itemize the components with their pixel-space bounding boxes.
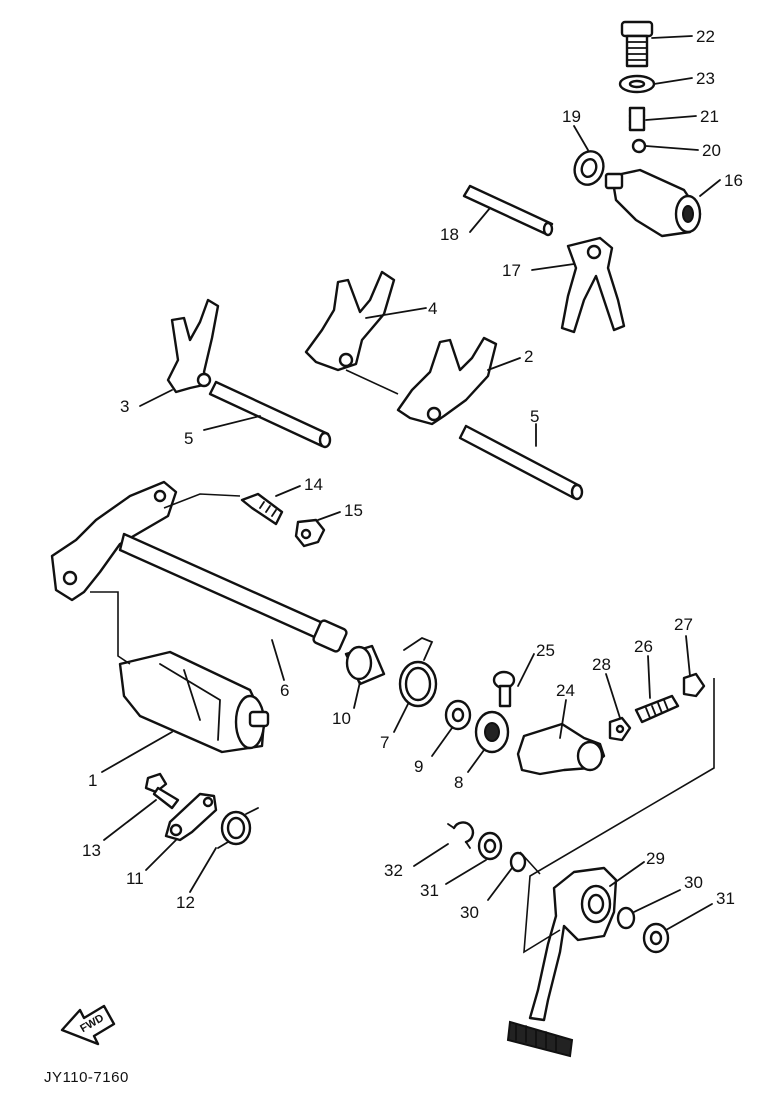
callout-label: 1	[88, 771, 97, 790]
bracket-drum	[90, 591, 131, 665]
bracket-pedal	[523, 678, 715, 954]
part-22-bolt	[620, 20, 654, 68]
callout-label: 24	[556, 681, 575, 700]
part-8-seal	[474, 710, 510, 754]
bracket-shaft-bolt	[163, 493, 241, 509]
part-31-washer-right	[642, 922, 670, 954]
part-29-shift-pedal	[506, 866, 618, 1058]
part-21-spring	[628, 106, 646, 132]
part-4-fork	[304, 270, 396, 372]
callout-label: 14	[304, 475, 323, 494]
callout-label: 30	[460, 903, 479, 922]
callout-label: 6	[280, 681, 289, 700]
part-23-washer	[618, 74, 656, 94]
callout-label: 16	[724, 171, 743, 190]
drawing-code: JY110-7160	[44, 1069, 129, 1086]
callout-label: 32	[384, 861, 403, 880]
callout-label: 25	[536, 641, 555, 660]
part-12-spring	[217, 807, 259, 849]
callout-label: 9	[414, 757, 423, 776]
part-9-washer	[444, 699, 472, 731]
callout-label: 2	[524, 347, 533, 366]
part-14-bolt	[240, 492, 284, 526]
callout-label: 21	[700, 107, 719, 126]
callout-label: 7	[380, 733, 389, 752]
callout-label: 8	[454, 773, 463, 792]
callout-label: 13	[82, 841, 101, 860]
callout-label: 11	[126, 869, 144, 888]
callout-label: 22	[696, 27, 715, 46]
bracket-oring	[519, 851, 541, 875]
part-19-seal	[573, 150, 605, 186]
part-16-drum-segment	[604, 168, 702, 238]
part-20-ball	[631, 138, 647, 154]
callout-label: 20	[702, 141, 721, 160]
part-6-shift-shaft	[50, 480, 348, 653]
part-31-washer	[477, 831, 503, 861]
callout-label: 28	[592, 655, 611, 674]
part-10-collar	[344, 644, 386, 686]
part-30-o-ring-right	[616, 906, 636, 930]
part-26-bolt	[634, 694, 680, 724]
callout-label: 27	[674, 615, 693, 634]
leader-lines	[101, 35, 721, 931]
callout-label: 12	[176, 893, 195, 912]
part-32-circlip	[447, 821, 475, 849]
callout-label: 23	[696, 69, 715, 88]
part-15-stopper	[294, 518, 326, 548]
fwd-arrow-icon: FWD	[60, 1004, 116, 1046]
part-3-fork	[166, 298, 220, 394]
callout-label: 26	[634, 637, 653, 656]
bracket-forks	[345, 369, 399, 395]
part-24-shift-arm	[516, 722, 606, 776]
callout-labels: 22 23 21 20 19 16 18 17 4 2 3 5 5 14 15 …	[82, 27, 743, 922]
callout-label: 10	[332, 709, 351, 728]
callout-label: 17	[502, 261, 521, 280]
part-11-stopper-lever	[164, 792, 218, 842]
callout-label: 15	[344, 501, 363, 520]
part-27-nut	[682, 672, 706, 698]
callout-label: 5	[184, 429, 193, 448]
part-13-bolt	[144, 772, 180, 810]
part-18-shaft	[462, 184, 554, 237]
callout-label: 5	[530, 407, 539, 426]
part-1-shift-drum	[118, 650, 270, 754]
part-5-guide-bar-right	[458, 424, 584, 501]
callout-label: 30	[684, 873, 703, 892]
callout-label: 31	[716, 889, 735, 908]
part-7-spring	[398, 636, 438, 708]
part-30-o-ring	[509, 851, 527, 873]
part-5-guide-bar-left	[208, 380, 332, 449]
part-28-nut	[608, 716, 632, 742]
part-17-fork	[560, 236, 626, 334]
part-2-fork	[396, 336, 498, 426]
callout-label: 3	[120, 397, 129, 416]
callout-label: 29	[646, 849, 665, 868]
callout-label: 31	[420, 881, 439, 900]
callout-label: 18	[440, 225, 459, 244]
part-25-bolt	[492, 670, 516, 708]
callout-label: 19	[562, 107, 581, 126]
callout-label: 4	[428, 299, 437, 318]
